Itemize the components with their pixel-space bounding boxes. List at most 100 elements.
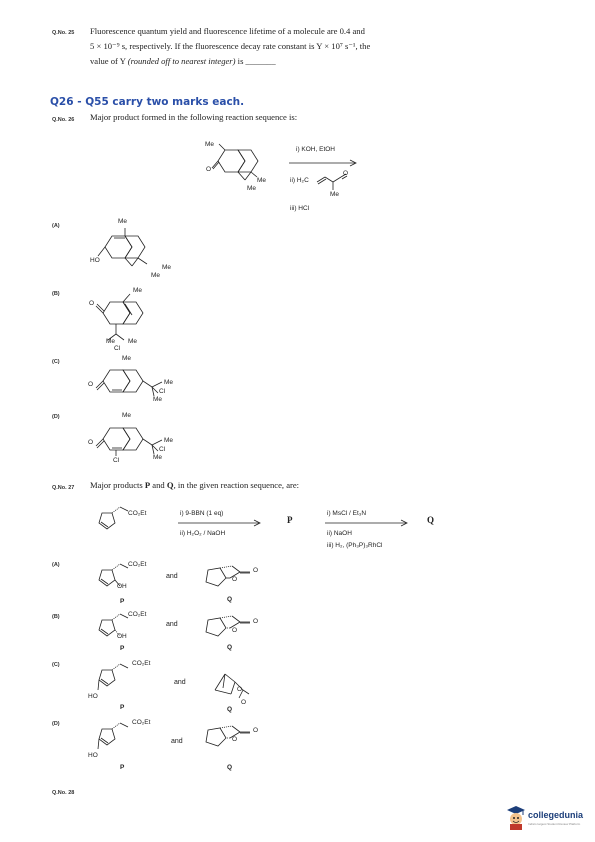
q27-step2-reagent-2: ii) NaOH bbox=[327, 530, 352, 537]
q27-option-d-co2et-label: CO₂Et bbox=[132, 719, 151, 726]
q27-step1-reagent-1: i) 9-BBN (1 eq) bbox=[180, 510, 224, 517]
q27-product-p-label: P bbox=[287, 515, 293, 525]
q27-option-d-ho-label: HO bbox=[88, 752, 98, 759]
q27-option-d-p-label: P bbox=[120, 764, 125, 771]
q26-option-b-me-label: Me bbox=[128, 338, 138, 345]
q26-option-a-me-label: Me bbox=[162, 264, 172, 271]
q26-reaction-arrow bbox=[289, 159, 357, 167]
q26-substrate-me-label: Me bbox=[247, 185, 257, 192]
q27-option-d-p-structure bbox=[97, 722, 129, 750]
q26-option-b-structure bbox=[95, 293, 144, 341]
vinyl-ketone-o-label: O bbox=[343, 170, 349, 177]
brand-tagline: India's largest Student Review Platform bbox=[528, 822, 581, 826]
q26-option-a-me-label: Me bbox=[118, 218, 128, 225]
q26-option-a-me-label: Me bbox=[151, 272, 161, 279]
q27-option-c-co2et-label: CO₂Et bbox=[132, 660, 151, 667]
q27-option-d-q-label: Q bbox=[227, 764, 233, 771]
option-c-o-label: O bbox=[88, 381, 94, 388]
q27-option-b-and: and bbox=[166, 621, 178, 628]
question-25-line-1: Fluorescence quantum yield and fluoresce… bbox=[90, 26, 365, 36]
q27-option-d-and: and bbox=[171, 738, 183, 745]
q27-option-d-letter: (D) bbox=[52, 721, 60, 727]
q27-option-c-p-label: P bbox=[120, 704, 125, 711]
q26-vinyl-ketone-structure bbox=[316, 173, 348, 190]
q26-option-d-letter: (D) bbox=[52, 414, 60, 420]
q26-option-b-letter: (B) bbox=[52, 291, 60, 297]
q26-option-c-me-label: Me bbox=[164, 379, 174, 386]
q26-vinyl-ketone-me-label: Me bbox=[330, 191, 340, 198]
q27-option-b-q-structure bbox=[205, 615, 250, 637]
q27-option-b-q-label: Q bbox=[227, 644, 233, 651]
graduate-mascot-icon bbox=[507, 806, 525, 830]
q27-option-b-p-structure bbox=[98, 613, 129, 637]
q27-option-a-q-structure bbox=[205, 565, 250, 587]
q27-option-a-p-structure bbox=[98, 563, 129, 587]
q26-substrate-o-label: O bbox=[206, 166, 212, 173]
option-d-o-label: O bbox=[88, 439, 94, 446]
q27-option-c-p-structure bbox=[97, 663, 129, 691]
section-header: Q26 - Q55 carry two marks each. bbox=[50, 96, 245, 108]
q27-step2-reagent-1: i) MsCl / Et₃N bbox=[327, 510, 367, 517]
question-number-27: Q.No. 27 bbox=[52, 485, 75, 491]
question-26-text: Major product formed in the following re… bbox=[90, 112, 298, 122]
q27-product-q-label: Q bbox=[427, 515, 435, 525]
q27-option-b-p-label: P bbox=[120, 645, 125, 652]
option-a-q-ring-o-label: O bbox=[232, 576, 238, 583]
q27-step2-reagent-3: iii) H₂, (Ph₃P)₃RhCl bbox=[327, 542, 383, 549]
q27-substrate-co2et-label: CO₂Et bbox=[128, 510, 147, 517]
question-number-25: Q.No. 25 bbox=[52, 30, 75, 36]
q26-option-a-letter: (A) bbox=[52, 223, 60, 229]
option-b-q-ring-o-label: O bbox=[232, 627, 238, 634]
q26-substrate-me-label: Me bbox=[257, 177, 267, 184]
q26-option-c-me-label: Me bbox=[153, 396, 163, 403]
q26-option-d-cl-label: Cl bbox=[159, 446, 166, 453]
q27-option-a-co2et-label: CO₂Et bbox=[128, 561, 147, 568]
q27-option-a-letter: (A) bbox=[52, 562, 60, 568]
q26-option-a-ho-label: HO bbox=[90, 257, 100, 264]
q26-option-d-me-label: Me bbox=[153, 454, 163, 461]
q26-reagent-1: i) KOH, EtOH bbox=[296, 146, 336, 153]
q26-reagent-3: iii) HCl bbox=[290, 205, 310, 212]
option-d-q-ring-o-label: O bbox=[232, 736, 238, 743]
option-c-q-o-label: O bbox=[241, 699, 247, 706]
brand-logo: collegedunia India's largest Student Rev… bbox=[505, 804, 595, 834]
q27-option-a-p-label: P bbox=[120, 598, 125, 605]
question-25-line-2: 5 × 10⁻⁹ s, respectively. If the fluores… bbox=[90, 41, 371, 51]
q27-step1-arrow bbox=[178, 519, 261, 527]
q27-option-d-q-structure bbox=[205, 725, 250, 747]
q26-substrate-me-label: Me bbox=[205, 141, 215, 148]
q26-option-b-cl-label: Cl bbox=[114, 345, 121, 352]
q26-option-d-me-label: Me bbox=[164, 437, 174, 444]
option-b-o-label: O bbox=[89, 300, 95, 307]
q27-option-c-q-structure bbox=[214, 673, 250, 699]
q27-option-c-letter: (C) bbox=[52, 662, 60, 668]
question-25-line-3: value of Y (rounded off to nearest integ… bbox=[90, 56, 276, 66]
q27-option-c-and: and bbox=[174, 679, 186, 686]
option-a-q-o-label: O bbox=[253, 567, 259, 574]
q27-option-a-q-label: Q bbox=[227, 596, 233, 603]
brand-name: collegedunia bbox=[528, 810, 584, 820]
q26-option-c-cl-label: Cl bbox=[159, 388, 166, 395]
q27-option-c-q-label: Q bbox=[227, 706, 233, 713]
q26-option-a-structure bbox=[97, 228, 148, 267]
q27-option-a-and: and bbox=[166, 573, 178, 580]
question-number-26: Q.No. 26 bbox=[52, 117, 75, 123]
q26-option-c-letter: (C) bbox=[52, 359, 60, 365]
q26-option-b-me-label: Me bbox=[106, 338, 116, 345]
question-25-text: Fluorescence quantum yield and fluoresce… bbox=[90, 24, 550, 69]
q27-option-c-ho-label: HO bbox=[88, 693, 98, 700]
option-d-q-o-label: O bbox=[253, 727, 259, 734]
q27-option-b-co2et-label: CO₂Et bbox=[128, 611, 147, 618]
q26-option-d-cl-label: Cl bbox=[113, 457, 120, 464]
q27-substrate-structure bbox=[98, 506, 129, 530]
q26-substrate-structure bbox=[211, 143, 259, 181]
q27-option-b-oh-label: OH bbox=[117, 633, 127, 640]
option-b-q-o-label: O bbox=[253, 618, 259, 625]
question-number-28: Q.No. 28 bbox=[52, 790, 75, 796]
q26-option-d-me-label: Me bbox=[122, 412, 132, 419]
q26-option-c-me-label: Me bbox=[122, 355, 132, 362]
q26-option-c-structure bbox=[95, 369, 163, 397]
q26-reagent-2: ii) H₂C bbox=[290, 177, 309, 184]
q27-option-b-letter: (B) bbox=[52, 614, 60, 620]
q27-step1-reagent-2: ii) H₂O₂ / NaOH bbox=[180, 530, 226, 537]
